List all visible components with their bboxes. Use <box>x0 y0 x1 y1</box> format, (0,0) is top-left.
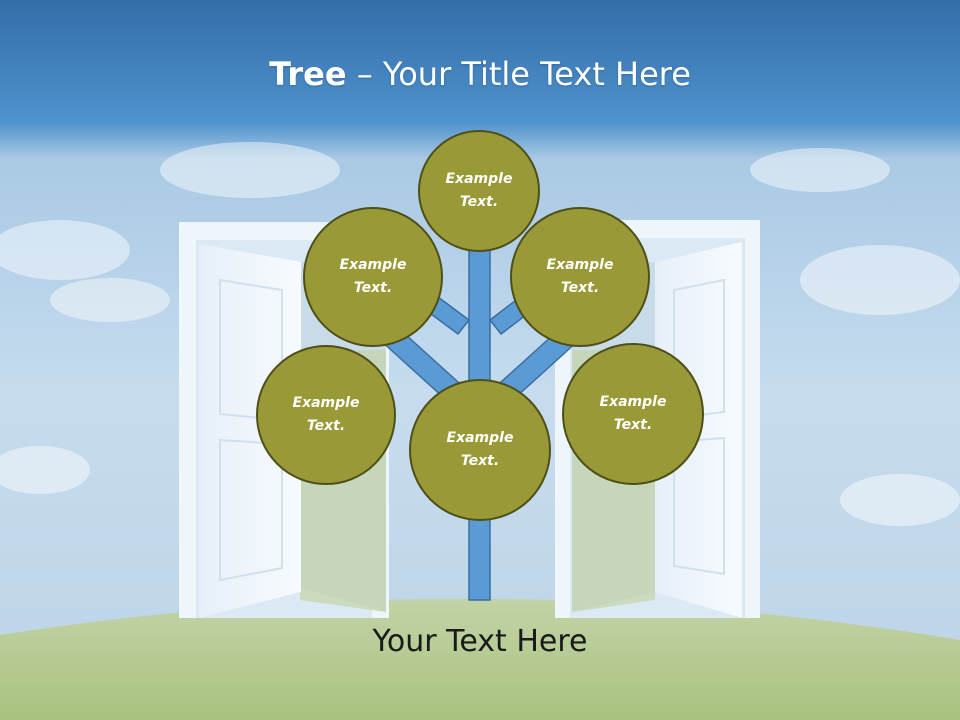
node-left: Example Text. <box>256 345 396 485</box>
node-center-text: Example Text. <box>446 430 514 469</box>
node-top-text: Example Text. <box>445 171 513 210</box>
node-upper-left: Example Text. <box>303 207 443 347</box>
slide-title: Tree – Your Title Text Here <box>0 52 960 96</box>
clouds <box>0 142 960 526</box>
node-center: Example Text. <box>409 379 551 521</box>
node-left-text: Example Text. <box>292 395 360 434</box>
slide-caption: Your Text Here <box>372 624 588 659</box>
grass-field <box>0 598 960 720</box>
node-right: Example Text. <box>562 343 704 485</box>
node-upper-right: Example Text. <box>510 207 650 347</box>
node-upper-left-text: Example Text. <box>339 257 407 296</box>
node-top: Example Text. <box>418 130 540 252</box>
title-bold-word: Tree <box>269 55 347 93</box>
title-dash: – <box>356 55 373 93</box>
node-upper-right-text: Example Text. <box>546 257 614 296</box>
title-text: Your Title Text Here <box>382 55 691 93</box>
node-right-text: Example Text. <box>599 394 667 433</box>
